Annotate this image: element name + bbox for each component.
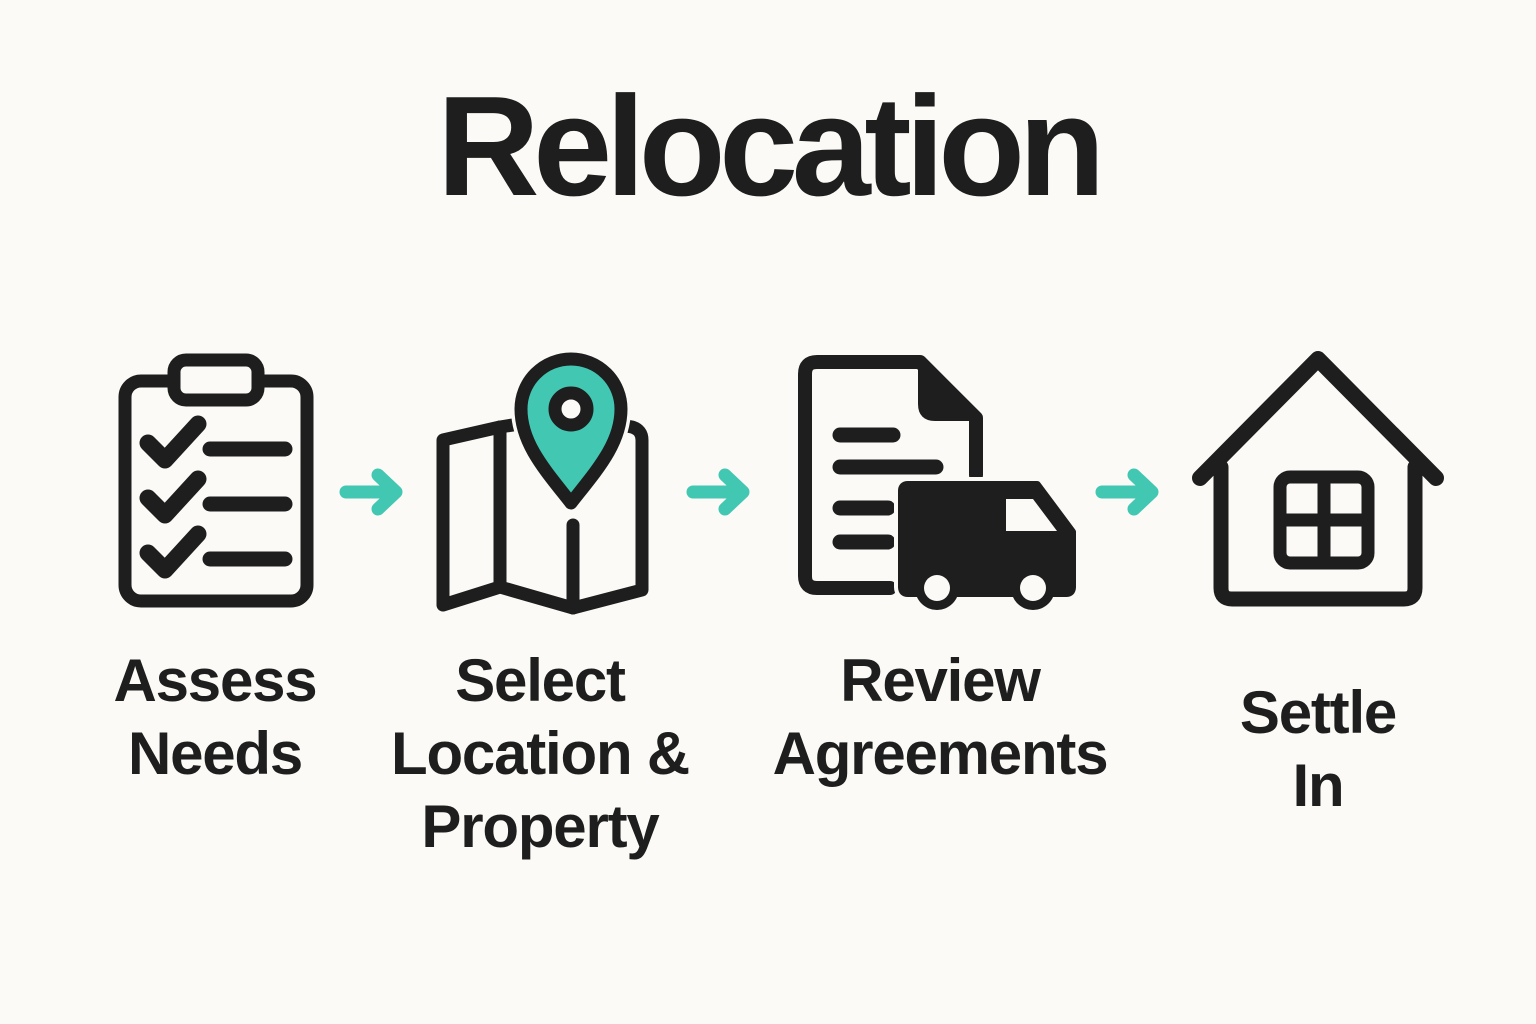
house-icon <box>1168 330 1468 630</box>
step-assess-needs: Assess Needs <box>65 330 365 790</box>
step-label: Select Location & Property <box>391 647 690 861</box>
arrow-right-icon <box>339 467 405 522</box>
page-title: Relocation <box>437 67 1105 226</box>
arrow-right-icon <box>1095 467 1161 522</box>
arrow-right-icon <box>686 467 752 522</box>
step-label: Assess Needs <box>113 647 318 788</box>
map-pin-icon <box>390 330 690 630</box>
step-settle-in: Settle In <box>1168 330 1468 822</box>
step-review-agreements: Review Agreements <box>770 330 1110 790</box>
clipboard-checklist-icon <box>65 330 365 630</box>
step-select-location: Select Location & Property <box>390 330 690 864</box>
step-label: Settle In <box>1239 679 1397 820</box>
document-truck-icon <box>770 330 1110 630</box>
step-label: Review Agreements <box>772 647 1109 788</box>
